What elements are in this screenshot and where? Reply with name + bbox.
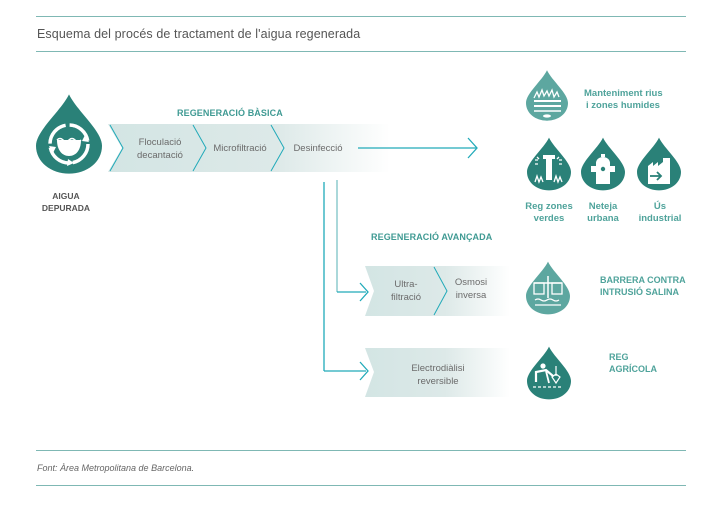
footer-bottom-rule [36, 485, 686, 486]
dest-green-label: Reg zones verdes [525, 201, 573, 224]
source-note: Font: Àrea Metropolitana de Barcelona. [37, 463, 195, 473]
step-osmosi-inversa: Osmosi inversa [454, 277, 488, 301]
step-microfiltracio: Microfiltració [213, 143, 267, 154]
advanced-regeneration-header: REGENERACIÓ AVANÇADA [371, 232, 493, 242]
branch-arrowhead [359, 361, 369, 381]
basic-band [108, 124, 390, 172]
saline-barrier-icon [526, 261, 570, 315]
top-rule [36, 16, 686, 17]
advanced-band [365, 266, 510, 316]
dest-agri-label: REG AGRÍCOLA [609, 352, 657, 374]
dest-urban-label: Neteja urbana [587, 201, 619, 224]
wetland-icon [526, 70, 568, 121]
step-desinfeccio: Desinfecció [293, 143, 343, 154]
sprinkler-icon [527, 137, 571, 191]
dest-rivers-label: Manteniment rius i zones humides [584, 88, 663, 111]
basic-output-arrowhead [467, 137, 478, 159]
dest-barrier-label: BARRERA CONTRA INTRUSIÓ SALINA [600, 275, 686, 297]
factory-icon [637, 137, 681, 191]
page-title: Esquema del procés de tractament de l'ai… [37, 27, 361, 41]
farmer-icon [527, 346, 571, 400]
dest-industrial-label: Ús industrial [638, 201, 682, 224]
step-electrodialisi: Electrodiàlisi reversible [411, 363, 465, 387]
origin-label: AIGUA DEPURADA [41, 191, 91, 213]
basic-regeneration-header: REGENERACIÓ BÀSICA [177, 108, 283, 118]
chevron-separator [270, 124, 285, 172]
electro-band [365, 348, 510, 397]
branch-arrowhead [359, 282, 369, 302]
step-ultrafiltracio: Ultra- filtració [390, 279, 422, 303]
chevron-separator [433, 266, 448, 316]
footer-top-rule [36, 450, 686, 451]
title-rule [36, 51, 686, 52]
chevron-separator [109, 124, 124, 172]
water-cycle-icon [36, 94, 102, 174]
chevron-separator [192, 124, 207, 172]
hydrant-icon [581, 137, 625, 191]
step-floculacio: Floculació decantació [137, 137, 183, 161]
